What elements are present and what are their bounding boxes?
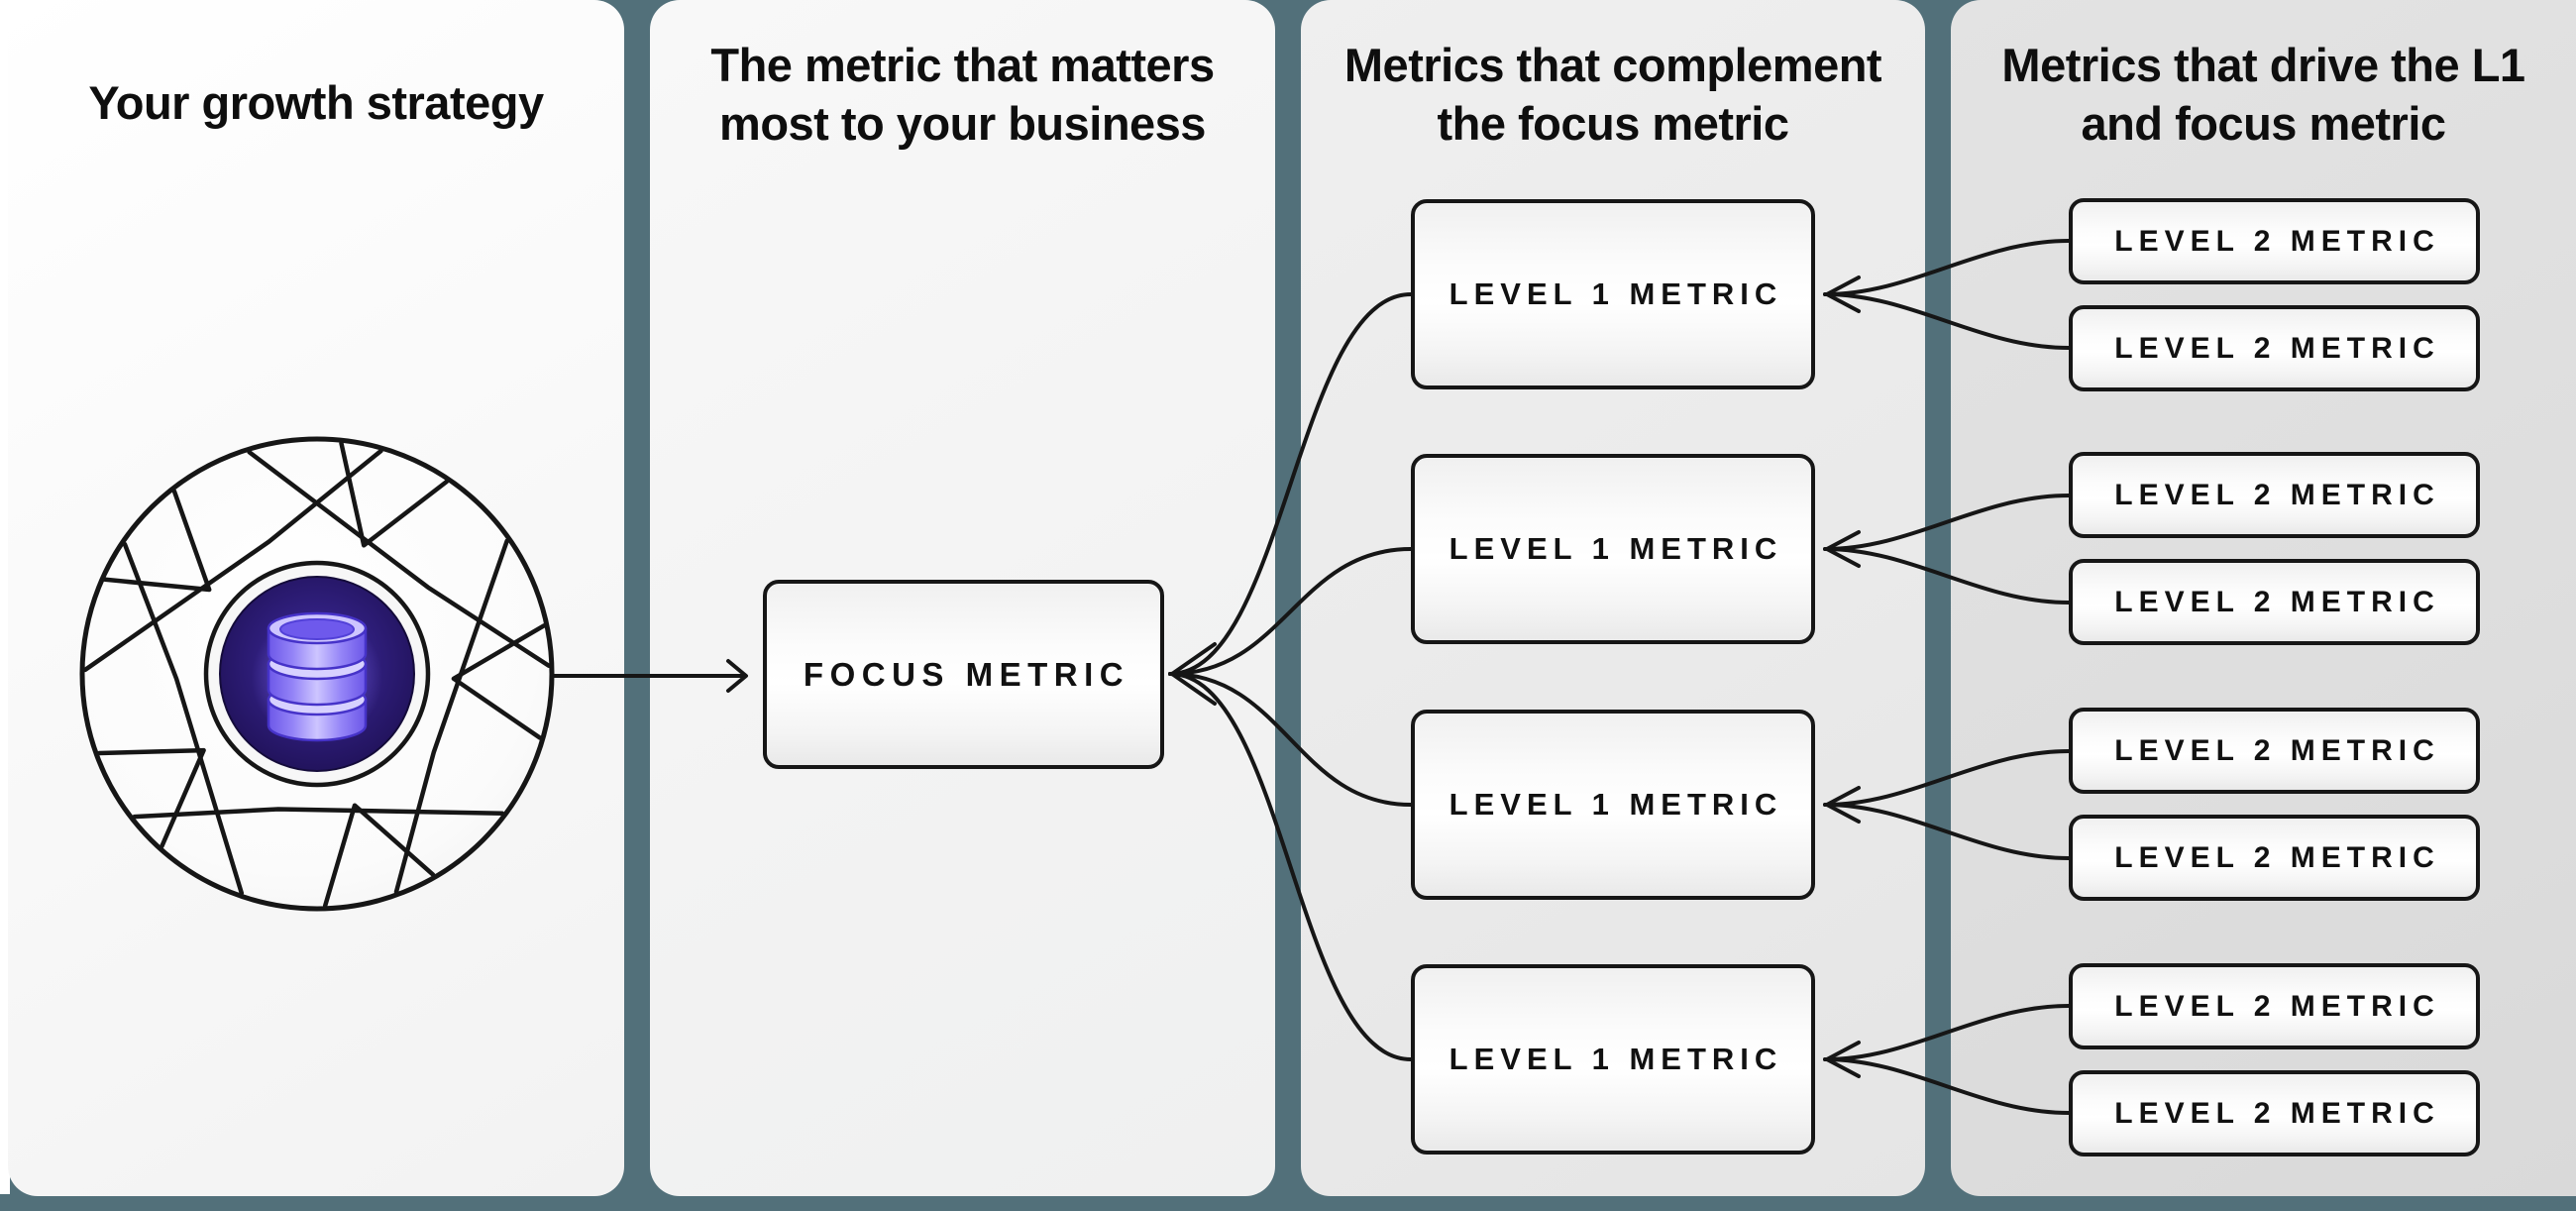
level1-metric-box: LEVEL 1 METRIC <box>1411 964 1815 1155</box>
level1-metric-label: LEVEL 1 METRIC <box>1449 276 1783 311</box>
panel-title-line: the focus metric <box>1437 97 1789 150</box>
level2-metric-label: LEVEL 2 METRIC <box>2114 1096 2440 1130</box>
panel-title-line: and focus metric <box>2081 97 2446 150</box>
level2-metric-box: LEVEL 2 METRIC <box>2069 559 2480 645</box>
panel-growth-strategy: Your growth strategy <box>8 0 624 1196</box>
level2-metric-box: LEVEL 2 METRIC <box>2069 452 2480 538</box>
level1-metric-box: LEVEL 1 METRIC <box>1411 454 1815 644</box>
level2-metric-box: LEVEL 2 METRIC <box>2069 305 2480 391</box>
level2-metric-box: LEVEL 2 METRIC <box>2069 708 2480 794</box>
focus-metric-label: FOCUS METRIC <box>803 655 1130 693</box>
level2-metric-label: LEVEL 2 METRIC <box>2114 840 2440 874</box>
panel-title-line: most to your business <box>719 97 1206 150</box>
level2-metric-label: LEVEL 2 METRIC <box>2114 989 2440 1023</box>
focus-metric-box: FOCUS METRIC <box>763 580 1164 769</box>
level2-metric-label: LEVEL 2 METRIC <box>2114 331 2440 365</box>
level2-metric-box: LEVEL 2 METRIC <box>2069 1070 2480 1156</box>
level2-metric-label: LEVEL 2 METRIC <box>2114 585 2440 618</box>
panel-title-line: Metrics that drive the L1 <box>2001 39 2525 91</box>
level2-metric-label: LEVEL 2 METRIC <box>2114 478 2440 511</box>
panel-title-line: Your growth strategy <box>88 76 544 129</box>
level1-metric-box: LEVEL 1 METRIC <box>1411 199 1815 389</box>
level1-metric-label: LEVEL 1 METRIC <box>1449 531 1783 566</box>
level2-metric-box: LEVEL 2 METRIC <box>2069 198 2480 284</box>
level2-metric-label: LEVEL 2 METRIC <box>2114 733 2440 767</box>
panel-title: Metrics that drive the L1 and focus metr… <box>1951 36 2576 153</box>
level2-metric-label: LEVEL 2 METRIC <box>2114 224 2440 258</box>
level1-metric-label: LEVEL 1 METRIC <box>1449 787 1783 822</box>
level1-metric-label: LEVEL 1 METRIC <box>1449 1042 1783 1076</box>
level1-metric-box: LEVEL 1 METRIC <box>1411 710 1815 900</box>
level2-metric-box: LEVEL 2 METRIC <box>2069 815 2480 901</box>
panel-title: The metric that matters most to your bus… <box>650 36 1275 153</box>
left-page-edge <box>0 0 10 1194</box>
panel-title: Metrics that complement the focus metric <box>1301 36 1925 153</box>
panel-title: Your growth strategy <box>8 73 624 132</box>
panel-title-line: The metric that matters <box>710 39 1215 91</box>
level2-metric-box: LEVEL 2 METRIC <box>2069 963 2480 1049</box>
panel-title-line: Metrics that complement <box>1343 39 1882 91</box>
